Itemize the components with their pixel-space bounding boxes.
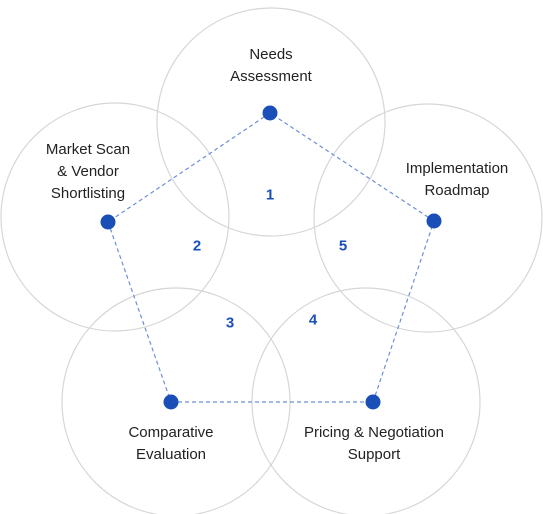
connector-line [107, 112, 271, 223]
step-number-3: 3 [225, 314, 235, 332]
stage-label-implementation: Implementation Roadmap [382, 158, 532, 202]
stage-label-line: Comparative [128, 424, 214, 441]
step-number-4: 4 [308, 311, 318, 329]
stage-circle-needs [156, 7, 386, 237]
stage-node-market [100, 214, 116, 230]
stage-label-line: Evaluation [135, 446, 207, 463]
stage-label-pricing: Pricing & Negotiation Support [284, 422, 464, 466]
step-number-5: 5 [338, 237, 348, 255]
stage-label-line: Implementation [405, 160, 509, 177]
stage-node-pricing [365, 394, 381, 410]
stage-label-line: Shortlisting [50, 185, 126, 202]
stage-label-line: & Vendor [57, 163, 119, 180]
stage-node-needs [262, 105, 278, 121]
stage-label-line: Roadmap [424, 182, 490, 199]
stage-label-market: Market Scan & Vendor Shortlisting [28, 139, 148, 205]
connector-line [372, 220, 435, 403]
stage-label-comparative: Comparative Evaluation [96, 422, 246, 466]
connector-line [107, 221, 172, 403]
step-number-2: 2 [192, 237, 202, 255]
stage-label-line: Support [347, 446, 401, 463]
stage-label-line: Assessment [230, 68, 312, 85]
stage-circle-market [0, 102, 230, 332]
stage-node-comparative [163, 394, 179, 410]
stage-circle-implementation [313, 103, 543, 333]
stage-node-implementation [426, 213, 442, 229]
stage-label-line: Pricing & Negotiation [303, 424, 445, 441]
stage-label-needs: Needs Assessment [200, 44, 342, 88]
stage-label-line: Needs [249, 46, 293, 63]
stage-label-line: Market Scan [45, 141, 131, 158]
step-number-1: 1 [265, 186, 275, 204]
connector-line [269, 112, 435, 222]
